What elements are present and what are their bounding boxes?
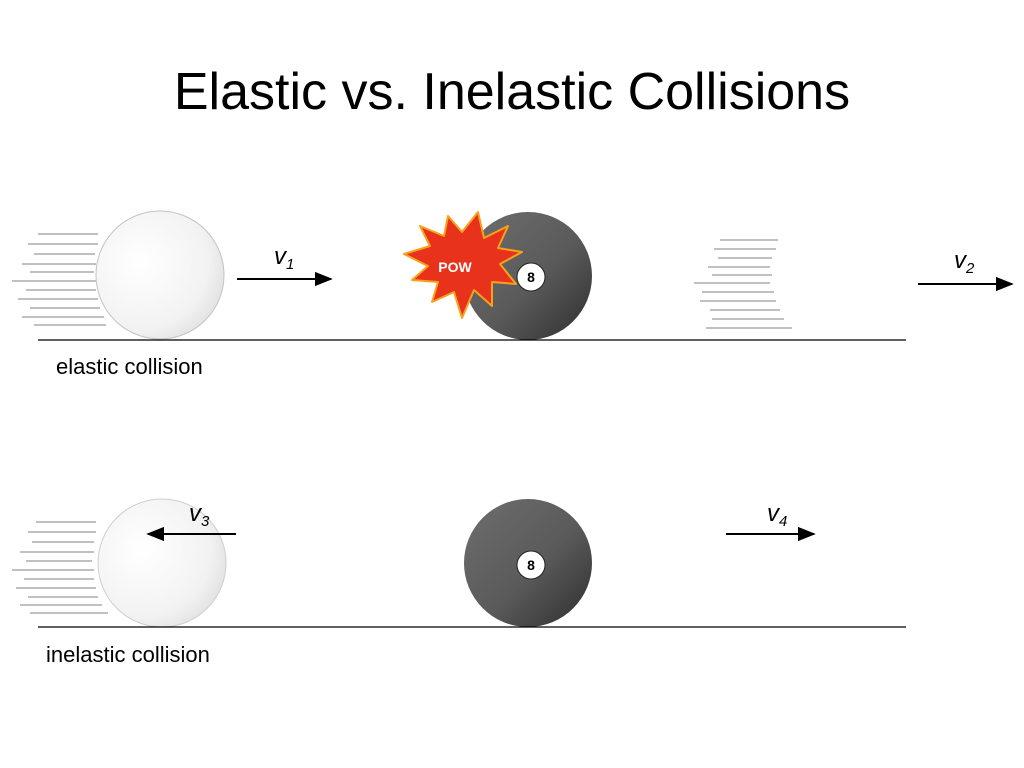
elastic-panel: v1 8 POW v2	[12, 210, 1014, 341]
eight-ball-number: 8	[527, 269, 535, 285]
pow-burst	[403, 211, 523, 319]
inelastic-caption: inelastic collision	[46, 642, 210, 667]
velocity-label-v3: v3	[189, 500, 210, 530]
eight-ball-number-circle	[516, 550, 546, 580]
velocity-label-v1: v1	[274, 243, 294, 273]
motion-lines-left-ball	[12, 521, 108, 614]
white-ball	[95, 210, 225, 340]
pow-label: POW	[438, 259, 472, 275]
motion-lines-left-ball	[12, 233, 106, 326]
motion-lines-eight-ball	[694, 239, 792, 329]
eight-ball-number-circle	[516, 262, 546, 292]
velocity-label-v2: v2	[954, 247, 975, 277]
velocity-label-v4: v4	[767, 500, 787, 530]
eight-ball-number: 8	[527, 557, 535, 573]
slide-title: Elastic vs. Inelastic Collisions	[173, 63, 851, 121]
elastic-caption: elastic collision	[56, 354, 203, 379]
inelastic-panel: v3 8 v4	[12, 498, 906, 628]
